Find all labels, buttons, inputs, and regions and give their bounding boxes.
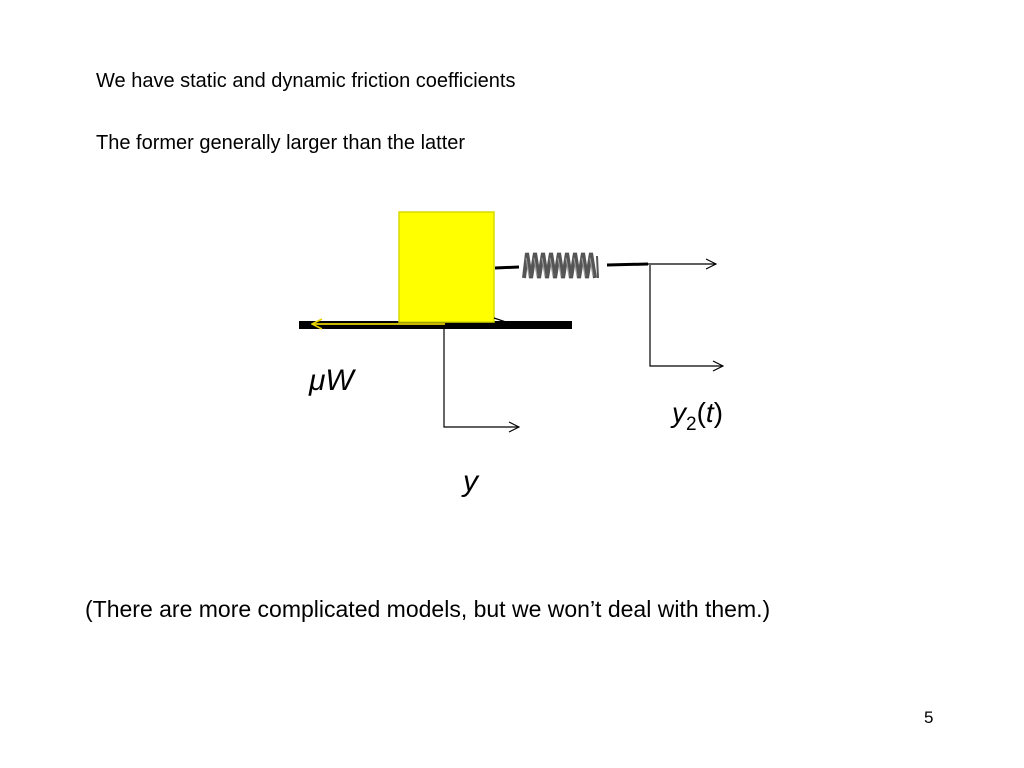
drive-paren-open: ( [696,397,706,428]
drive-time-var: t [705,397,714,428]
block-position-label: y [463,465,478,498]
spring-connector-right [606,262,649,267]
y-coordinate-arrow [443,329,519,427]
spring-end-right [596,255,599,279]
spring-icon [522,252,597,279]
drive-position-subscript: 2 [686,414,697,435]
page-number: 5 [924,708,934,727]
footnote: (There are more complicated models, but … [85,596,771,622]
sliding-block [398,211,495,323]
friction-force-label: μW [309,364,354,397]
drive-position-var: y [672,397,686,428]
drive-position-label: y2(t) [672,397,724,435]
drive-paren-close: ) [713,397,724,428]
ground-surface [299,321,572,329]
motion-tick-icon [493,317,508,327]
statement-friction-coefficients: We have static and dynamic friction coef… [96,70,516,92]
spring-connector-left [494,265,520,270]
statement-static-larger: The former generally larger than the lat… [96,132,466,154]
y2-coordinate-arrow [649,265,723,366]
